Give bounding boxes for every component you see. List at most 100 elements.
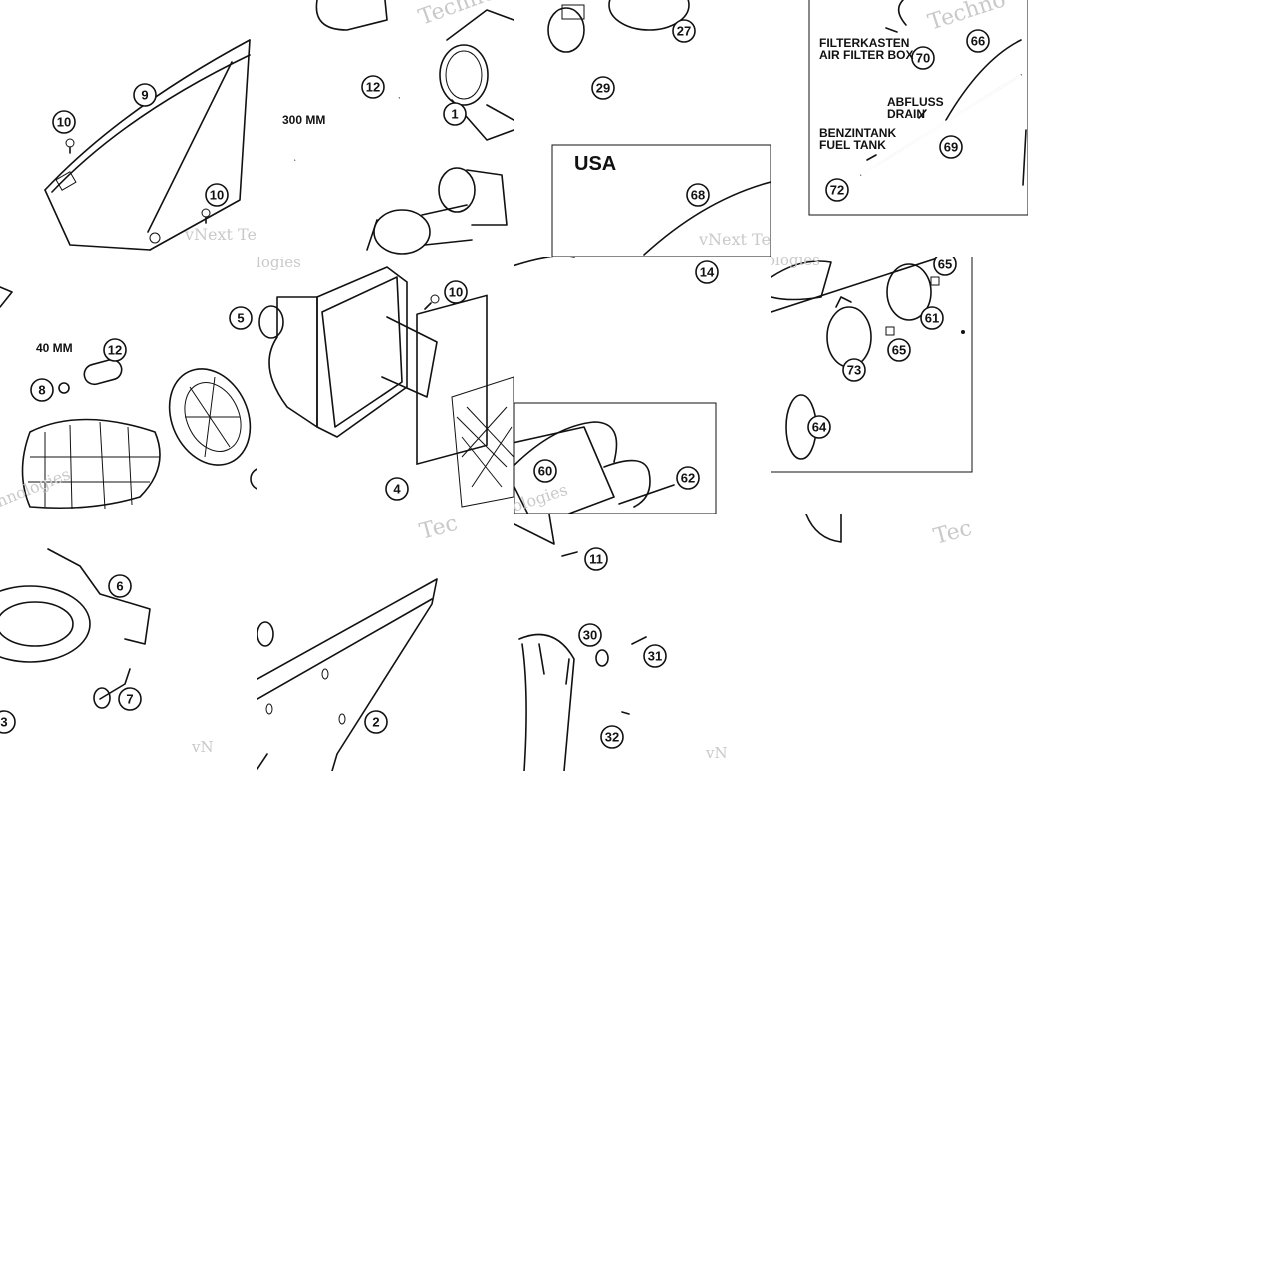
callout-72: 72 bbox=[825, 178, 849, 202]
abfluss-label: ABFLUSS bbox=[887, 95, 944, 109]
tile-clamps-usa: 27 29 68 USA vNext Tec bbox=[514, 0, 771, 257]
callout-27: 27 bbox=[672, 19, 696, 43]
svg-text:10: 10 bbox=[210, 188, 224, 203]
watermark: Tec bbox=[931, 516, 974, 550]
hose-clamps-drawing: 65 61 65 73 64 ologies bbox=[771, 257, 973, 473]
usa-label: USA bbox=[574, 153, 616, 175]
svg-text:60: 60 bbox=[538, 464, 552, 479]
watermark: vNext Tec bbox=[698, 230, 771, 249]
watermark: ologies bbox=[771, 257, 820, 269]
callout-12b: 12 bbox=[103, 338, 127, 362]
svg-text:10: 10 bbox=[57, 115, 71, 130]
callout-14: 14 bbox=[695, 260, 719, 284]
watermark: vNext Tec bbox=[184, 225, 257, 244]
svg-text:29: 29 bbox=[596, 81, 610, 96]
valve-assembly-drawing: 14 60 62 ologies bbox=[514, 257, 719, 514]
callout-9: 9 bbox=[133, 83, 157, 107]
tile-breather-hoses: 66 70 69 72 FILTERKASTEN AIR FILTER BOX … bbox=[771, 0, 1028, 257]
callout-30: 32 bbox=[600, 725, 624, 749]
callout-10b: 10 bbox=[205, 183, 229, 207]
callout-70: 70 bbox=[911, 46, 935, 70]
tile-filter-element: 12 8 5 8 40 MM chnologies bbox=[0, 257, 257, 514]
breather-hoses-drawing: 66 70 69 72 FILTERKASTEN AIR FILTER BOX … bbox=[808, 0, 1028, 216]
callout-7: 7 bbox=[118, 687, 142, 711]
svg-text:65: 65 bbox=[938, 257, 952, 272]
svg-text:14: 14 bbox=[700, 265, 715, 280]
callout-29: 29 bbox=[591, 76, 615, 100]
watermark: Tec bbox=[417, 514, 460, 545]
drain-label: DRAIN bbox=[887, 107, 925, 121]
air-filter-box-label: AIR FILTER BOX bbox=[819, 48, 913, 62]
screw-10a-icon bbox=[65, 138, 75, 154]
watermark: ologies bbox=[257, 257, 301, 271]
filterkasten-label: FILTERKASTEN bbox=[819, 36, 909, 50]
benzintank-label: BENZINTANK bbox=[819, 126, 896, 140]
callout-10a: 10 bbox=[52, 110, 76, 134]
svg-text:62: 62 bbox=[681, 471, 695, 486]
svg-text:69: 69 bbox=[944, 140, 958, 155]
screw-11-icon bbox=[561, 551, 578, 557]
air-box-drawing: 10 4 ologies bbox=[257, 257, 514, 508]
watermark: ologies bbox=[514, 480, 570, 514]
callout-65b: 65 bbox=[887, 338, 911, 362]
length-300mm-label: 300 MM bbox=[282, 113, 325, 127]
tile-hose-intake: 12 1 300 MM Techno bbox=[257, 0, 514, 257]
tile-valve-assembly: 14 60 62 ologies bbox=[514, 257, 771, 514]
callout-60: 60 bbox=[533, 459, 557, 483]
svg-text:10: 10 bbox=[449, 285, 463, 300]
svg-text:65: 65 bbox=[892, 343, 906, 358]
svg-text:6: 6 bbox=[116, 579, 123, 594]
callout-68: 68 bbox=[686, 183, 710, 207]
callout-65a: 65 bbox=[933, 257, 957, 276]
svg-text:4: 4 bbox=[393, 482, 401, 497]
screw-10c-icon bbox=[424, 294, 440, 310]
fragment-drawing: Tec bbox=[805, 514, 975, 550]
svg-text:64: 64 bbox=[812, 420, 827, 435]
callout-12: 12 bbox=[361, 75, 385, 99]
rubber-boot-drawing: 6 7 3 vN bbox=[0, 548, 214, 756]
callout-3: 3 bbox=[0, 710, 16, 734]
callout-69: 69 bbox=[939, 135, 963, 159]
watermark: Techno bbox=[416, 0, 500, 31]
filter-element-drawing: 12 8 5 8 40 MM chnologies bbox=[0, 286, 257, 514]
callout-5: 5 bbox=[229, 306, 253, 330]
screw-32-icon bbox=[631, 636, 647, 645]
svg-text:5: 5 bbox=[237, 311, 244, 326]
callout-6: 6 bbox=[108, 574, 132, 598]
mud-flap-drawing: 11 30 31 32 vN bbox=[514, 514, 728, 771]
watermark: Techno bbox=[925, 0, 1009, 36]
screw-10b-icon bbox=[201, 208, 211, 224]
svg-text:30: 30 bbox=[583, 628, 597, 643]
callout-4: 4 bbox=[385, 477, 409, 501]
svg-text:70: 70 bbox=[916, 51, 930, 66]
tile-air-box: 10 4 ologies bbox=[257, 257, 514, 514]
tile-side-cover: 9 10 10 vNext Tec bbox=[0, 0, 257, 257]
svg-text:1: 1 bbox=[451, 107, 458, 122]
clamps-usa-drawing: 27 29 68 USA vNext Tec bbox=[547, 0, 771, 257]
svg-text:31: 31 bbox=[648, 649, 662, 664]
callout-8: 8 bbox=[30, 378, 54, 402]
callout-2: 2 bbox=[364, 710, 388, 734]
svg-text:8: 8 bbox=[38, 383, 45, 398]
tile-rubber-boot: 6 7 3 vN bbox=[0, 514, 257, 771]
svg-text:7: 7 bbox=[126, 692, 133, 707]
svg-text:73: 73 bbox=[847, 363, 861, 378]
svg-text:12: 12 bbox=[108, 343, 122, 358]
hose-intake-drawing: 12 1 300 MM Techno bbox=[282, 0, 514, 255]
callout-62: 64 bbox=[807, 415, 831, 439]
watermark: chnologies bbox=[0, 464, 73, 514]
callout-31: 30 bbox=[578, 623, 602, 647]
callout-11: 11 bbox=[584, 547, 608, 571]
svg-text:61: 61 bbox=[925, 311, 939, 326]
tile-mud-flap: 11 30 31 32 vN bbox=[514, 514, 771, 771]
length-40mm-label: 40 MM bbox=[36, 341, 73, 355]
watermark: vN bbox=[705, 744, 728, 762]
svg-text:9: 9 bbox=[141, 88, 148, 103]
svg-text:66: 66 bbox=[971, 34, 985, 49]
callout-73: 73 bbox=[842, 358, 866, 382]
tile-fragment: Tec bbox=[771, 514, 1028, 771]
tile-side-panel: 2 Tec bbox=[257, 514, 514, 771]
fuel-tank-label: FUEL TANK bbox=[819, 138, 886, 152]
svg-text:2: 2 bbox=[372, 715, 379, 730]
